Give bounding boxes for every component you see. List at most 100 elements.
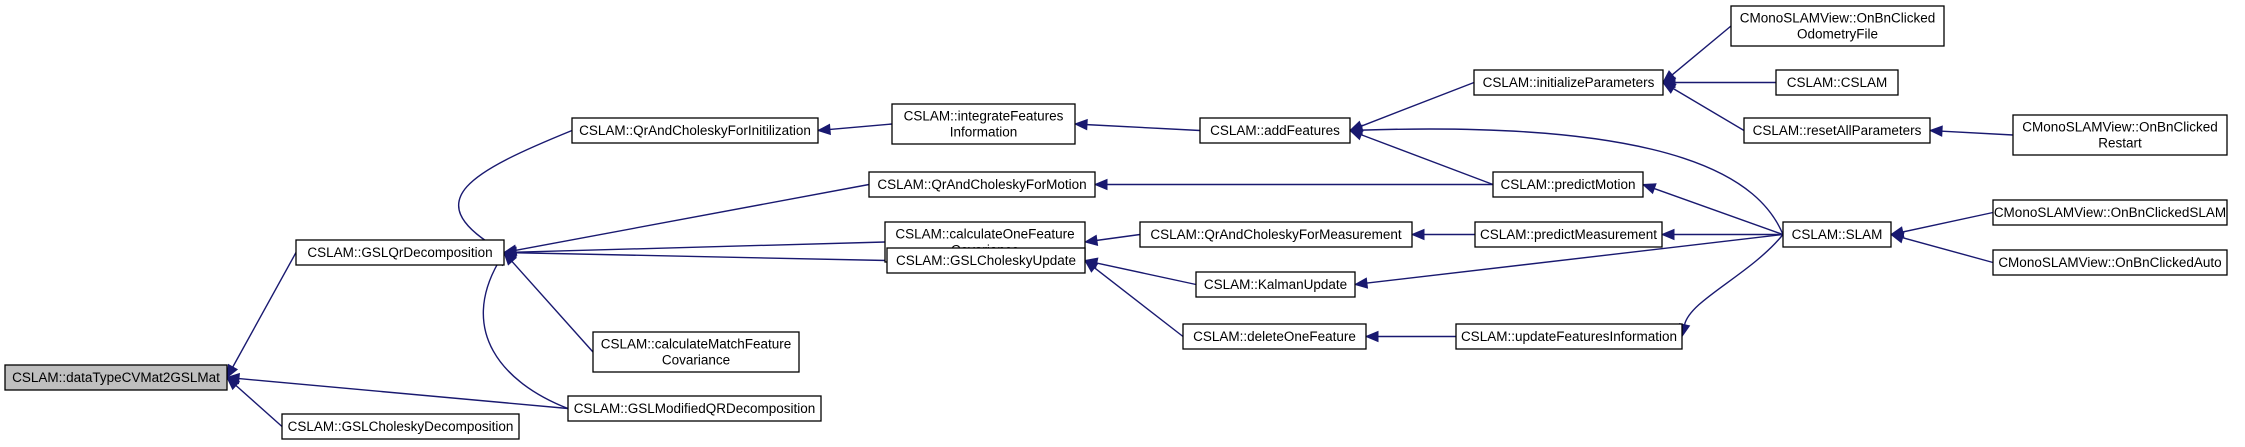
node-box[interactable]: [1992, 249, 2228, 276]
edge-n10-to-n5: [816, 123, 893, 136]
node-label: CMonoSLAMView::OnBnClickedSLAM: [1994, 205, 2226, 220]
edge-n8-to-n2: [502, 247, 888, 262]
edge-line: [1902, 211, 1994, 233]
arrowhead-icon: [1641, 183, 1657, 195]
node-n12[interactable]: CSLAM::QrAndCholeskyForMeasurement: [1139, 221, 1413, 248]
node-box[interactable]: [1473, 69, 1664, 96]
node-n24[interactable]: CMonoSLAMView::OnBnClickedSLAM: [1992, 199, 2228, 226]
edge-line: [829, 123, 893, 131]
node-box[interactable]: [891, 103, 1076, 145]
node-box[interactable]: [1775, 69, 1899, 96]
edges-layer: [225, 25, 2014, 428]
arrowhead-icon: [1889, 232, 1905, 244]
arrowhead-icon: [1364, 330, 1379, 343]
node-n6[interactable]: CSLAM::QrAndCholeskyForMotion: [868, 171, 1096, 198]
node-box[interactable]: [567, 395, 822, 422]
arrowhead-icon: [1348, 124, 1363, 136]
node-label: CSLAM::GSLCholeskyDecomposition: [288, 419, 514, 434]
edge-n5-to-n2: [458, 129, 573, 254]
node-label: CSLAM::KalmanUpdate: [1204, 277, 1347, 292]
node-box[interactable]: [1743, 117, 1931, 144]
node-label: CMonoSLAMView::OnBnClickedAuto: [1998, 255, 2221, 270]
node-box[interactable]: [1492, 171, 1644, 198]
node-label: CSLAM::QrAndCholeskyForMeasurement: [1150, 227, 1402, 242]
node-box[interactable]: [1195, 271, 1356, 298]
edge-n18-to-n14: [1364, 330, 1456, 343]
edge-n22-to-n13: [1353, 233, 1784, 289]
node-n17[interactable]: CSLAM::predictMeasurement: [1474, 221, 1663, 248]
node-label: CSLAM::GSLCholeskyUpdate: [896, 253, 1076, 268]
edge-n3-to-n1: [226, 376, 283, 428]
node-n13[interactable]: CSLAM::KalmanUpdate: [1195, 271, 1356, 298]
node-box[interactable]: [592, 331, 800, 373]
node-n8[interactable]: CSLAM::GSLCholeskyUpdate: [886, 247, 1086, 274]
root-node-box[interactable]: [4, 364, 228, 391]
node-label: CSLAM::resetAllParameters: [1753, 123, 1922, 138]
edge-n16-to-n11: [1348, 129, 1494, 186]
node-box[interactable]: [1455, 323, 1683, 350]
node-n4[interactable]: CSLAM::GSLModifiedQRDecomposition: [567, 395, 822, 422]
node-box[interactable]: [295, 239, 505, 266]
node-n25[interactable]: CMonoSLAMView::OnBnClickedAuto: [1992, 249, 2228, 276]
node-box[interactable]: [1139, 221, 1413, 248]
edge-n22-to-n11: [1348, 124, 1784, 235]
node-box[interactable]: [868, 171, 1096, 198]
node-n5[interactable]: CSLAM::QrAndCholeskyForInitilization: [571, 117, 819, 144]
nodes-layer: CSLAM::dataTypeCVMat2GSLMat CSLAM::GSLQrD…: [4, 5, 2228, 440]
edge-n12-to-n7: [1083, 233, 1141, 247]
node-box[interactable]: [1182, 323, 1367, 350]
arrowhead-icon: [1083, 234, 1099, 247]
node-n15[interactable]: CSLAM::initializeParameters: [1473, 69, 1664, 96]
node-label: CSLAM::dataTypeCVMat2GSLMat: [12, 370, 220, 385]
node-n16[interactable]: CSLAM::predictMotion: [1492, 171, 1644, 198]
arrowhead-icon: [503, 251, 517, 266]
node-label: CSLAM::SLAM: [1792, 227, 1883, 242]
node-n14[interactable]: CSLAM::deleteOneFeature: [1182, 323, 1367, 350]
edge-n22-to-n18: [1679, 234, 1784, 338]
node-n18[interactable]: CSLAM::updateFeaturesInformation: [1455, 323, 1683, 350]
node-label: CSLAM::addFeatures: [1210, 123, 1340, 138]
arrowhead-icon: [1410, 228, 1425, 241]
node-box[interactable]: [1992, 199, 2228, 226]
edge-line: [482, 262, 569, 410]
node-box[interactable]: [2012, 114, 2228, 156]
arrowhead-icon: [226, 363, 239, 379]
node-box[interactable]: [571, 117, 819, 144]
node-label: CSLAM::QrAndCholeskyForInitilization: [579, 123, 811, 138]
edge-n25-to-n22: [1889, 232, 1994, 264]
node-label: CSLAM::CSLAM: [1787, 75, 1888, 90]
node-n2[interactable]: CSLAM::GSLQrDecomposition: [295, 239, 505, 266]
node-label: CSLAM::integrateFeatures: [904, 109, 1064, 124]
node-box[interactable]: [1782, 221, 1892, 248]
node-box[interactable]: [1730, 5, 1945, 47]
arrowhead-icon: [1093, 178, 1108, 191]
node-label: CSLAM::calculateOneFeature: [895, 227, 1074, 242]
edge-line: [235, 384, 283, 428]
arrowhead-icon: [1660, 228, 1675, 241]
node-n3[interactable]: CSLAM::GSLCholeskyDecomposition: [281, 413, 520, 440]
edge-n4-to-n1: [225, 372, 569, 410]
edge-n11-to-n10: [1073, 118, 1201, 132]
node-n21[interactable]: CSLAM::resetAllParameters: [1743, 117, 1931, 144]
node-label: CSLAM::predictMeasurement: [1480, 227, 1657, 242]
node-box[interactable]: [281, 413, 520, 440]
node-label: CSLAM::calculateMatchFeature: [601, 337, 792, 352]
edge-line: [515, 183, 870, 251]
edge-line: [232, 252, 297, 368]
node-n22[interactable]: CSLAM::SLAM: [1782, 221, 1892, 248]
node-n11[interactable]: CSLAM::addFeatures: [1199, 117, 1351, 144]
edge-n17-to-n12: [1410, 228, 1475, 241]
node-box[interactable]: [1199, 117, 1351, 144]
edge-line: [1096, 233, 1141, 242]
node-box[interactable]: [1474, 221, 1663, 248]
node-n20[interactable]: CSLAM::CSLAM: [1775, 69, 1899, 96]
edge-line: [1086, 123, 1201, 132]
node-n1[interactable]: CSLAM::dataTypeCVMat2GSLMat: [4, 364, 228, 391]
node-box[interactable]: [886, 247, 1086, 274]
edge-n24-to-n22: [1889, 211, 1994, 238]
